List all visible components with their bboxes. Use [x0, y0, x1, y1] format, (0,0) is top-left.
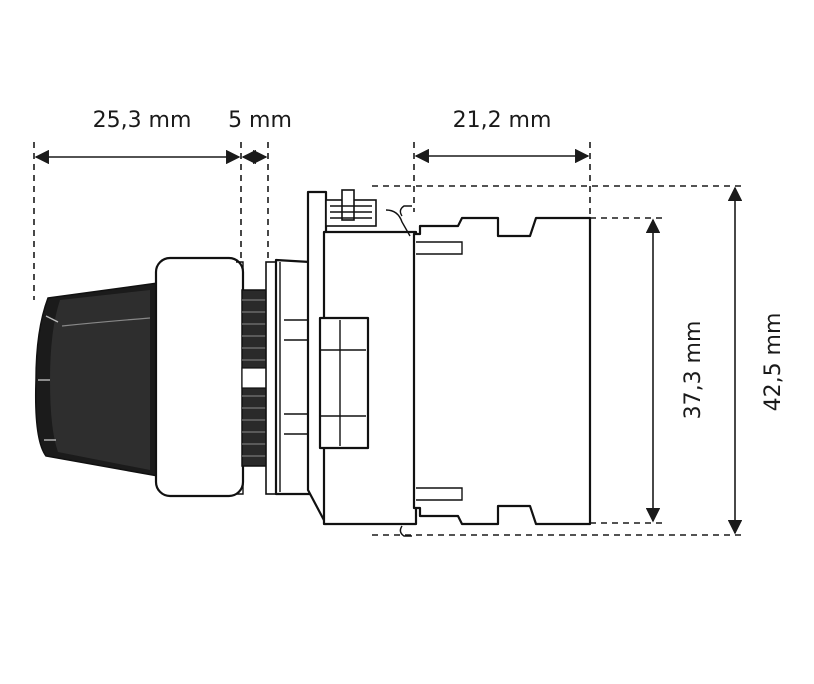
- dimension-knob-length: 25,3 mm: [33, 108, 242, 300]
- selector-knob: [34, 282, 159, 477]
- knob-length-label: 25,3 mm: [93, 108, 192, 133]
- terminal-screw: [325, 189, 411, 237]
- block-depth-label: 21,2 mm: [453, 108, 552, 133]
- dimension-panel-thickness: 5 mm: [228, 108, 292, 258]
- block-height-label: 37,3 mm: [681, 321, 706, 420]
- panel-thickness-label: 5 mm: [228, 108, 292, 133]
- contact-block: [399, 205, 592, 537]
- front-bezel: [154, 256, 245, 498]
- dimension-block-depth: 21,2 mm: [413, 108, 591, 218]
- threaded-section: [241, 261, 277, 495]
- overall-height-label: 42,5 mm: [761, 313, 786, 412]
- dimension-overall-height: 42,5 mm: [372, 185, 786, 536]
- mounting-adapter: [306, 190, 418, 526]
- dimension-block-height: 37,3 mm: [590, 217, 706, 524]
